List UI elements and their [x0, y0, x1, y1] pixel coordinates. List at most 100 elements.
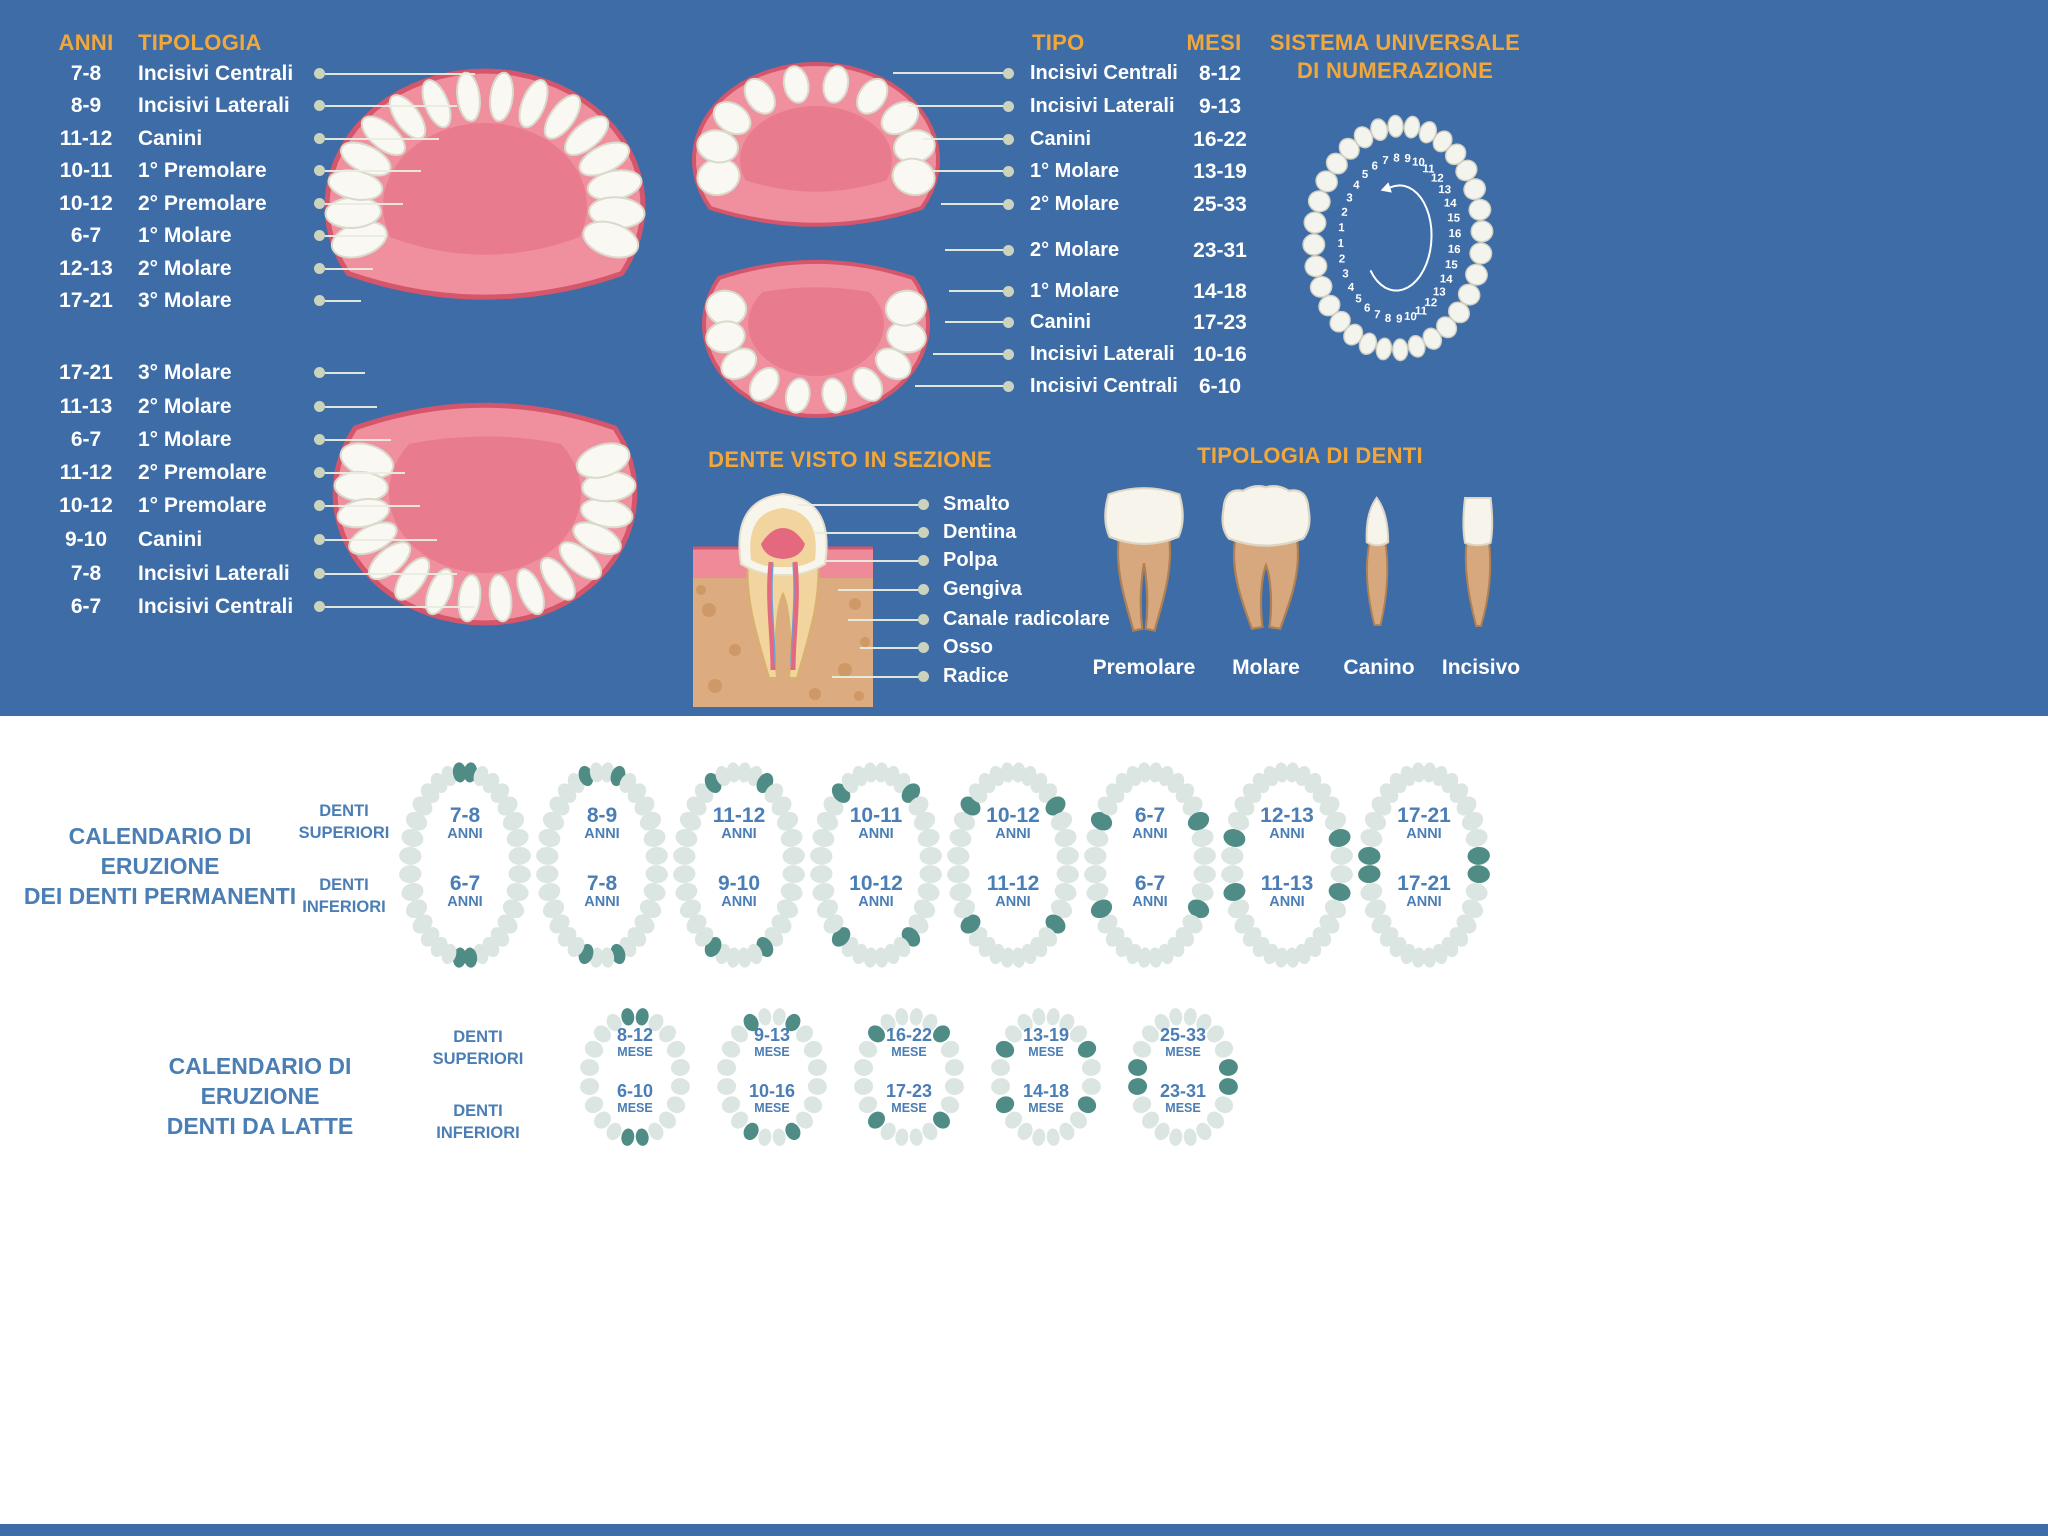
mouth-oval-chart	[854, 1008, 964, 1146]
svg-text:7: 7	[1374, 309, 1381, 321]
incisivo-tooth-icon	[1462, 497, 1494, 627]
leader-dot	[1003, 199, 1014, 210]
mouth-oval-chart	[536, 762, 668, 968]
months-value: 10-16	[1193, 342, 1247, 366]
title-line2: DEI DENTI PERMANENTI	[23, 882, 297, 909]
unit-label: ANNI	[1132, 826, 1168, 843]
svg-text:3: 3	[1342, 268, 1349, 280]
leader-dot	[314, 230, 325, 241]
leader-dot	[1003, 134, 1014, 145]
svg-text:8: 8	[1393, 152, 1401, 164]
type-label: Incisivi Centrali	[1030, 375, 1178, 397]
years-value: 7-8	[70, 61, 102, 85]
section-label-row: Smalto	[798, 492, 1010, 517]
value: 12-13	[1260, 804, 1314, 827]
svg-text:12: 12	[1424, 297, 1437, 310]
leader-line	[915, 385, 1003, 387]
value: 11-12	[712, 804, 766, 827]
section-label-row: Canale radicolare	[848, 607, 1110, 632]
leader-dot	[1003, 68, 1014, 79]
svg-text:15: 15	[1445, 259, 1459, 272]
leader-dot	[314, 401, 325, 412]
value: 17-23	[885, 1081, 933, 1101]
adult-mouth-diagram	[324, 68, 646, 626]
universal-title-line1: SISTEMA UNIVERSALE	[1269, 30, 1521, 55]
svg-text:15: 15	[1447, 212, 1461, 225]
unit-label: MESE	[1165, 1100, 1201, 1115]
leader-line	[933, 170, 1003, 172]
unit-label: ANNI	[1406, 826, 1442, 843]
leader-dot	[1003, 381, 1014, 392]
svg-text:13: 13	[1433, 286, 1446, 299]
type-label: 2° Premolare	[138, 191, 267, 215]
leader-line	[325, 371, 365, 374]
svg-text:9: 9	[1396, 313, 1403, 325]
calendar-baby-title: CALENDARIO DI ERUZIONE DENTI DA LATTE	[110, 1052, 410, 1142]
title-line1: CALENDARIO DI ERUZIONE	[68, 823, 252, 879]
years-value: 6-7	[70, 594, 102, 618]
years-value: 6-7	[70, 223, 102, 247]
column-header-tipologia: TIPOLOGIA	[138, 30, 262, 55]
leader-line	[325, 471, 405, 474]
anatomy-label: Polpa	[943, 549, 998, 571]
leader-line	[908, 105, 1003, 107]
mouth-oval-chart	[580, 1008, 690, 1146]
value: 17-21	[1397, 804, 1451, 827]
leader-dot	[314, 133, 325, 144]
unit-label: ANNI	[721, 826, 757, 843]
mouth-oval-chart	[1084, 762, 1216, 968]
mouth-oval-chart	[1221, 762, 1353, 968]
unit-label: MESE	[1028, 1100, 1064, 1115]
leader-line	[798, 504, 918, 506]
svg-text:7: 7	[1382, 155, 1389, 167]
tooth-type-label: Molare	[1232, 656, 1300, 679]
svg-text:10: 10	[1404, 311, 1417, 324]
leader-dot	[1003, 245, 1014, 256]
unit-label: ANNI	[995, 894, 1031, 911]
leader-line	[325, 169, 421, 172]
unit-label: ANNI	[447, 894, 483, 911]
unit-label: ANNI	[584, 826, 620, 843]
type-label: 2° Premolare	[138, 460, 267, 484]
value: 10-16	[748, 1081, 796, 1101]
leader-dot	[314, 467, 325, 478]
type-label: Incisivi Centrali	[1030, 62, 1178, 84]
section-label-row: Radice	[832, 664, 1009, 689]
type-label: 1° Molare	[1030, 280, 1120, 302]
years-value: 11-13	[59, 394, 113, 418]
svg-text:8: 8	[1385, 313, 1393, 325]
leader-line	[325, 137, 439, 140]
bottom-blue-bar	[0, 1524, 2048, 1536]
leader-line	[848, 619, 918, 621]
leader-line	[325, 267, 373, 270]
section-label-row: Polpa	[826, 548, 998, 573]
type-label: Incisivi Centrali	[138, 61, 294, 85]
svg-text:2: 2	[1341, 207, 1348, 219]
type-label: 2° Molare	[1030, 193, 1120, 215]
anatomy-label: Osso	[943, 636, 994, 658]
svg-text:3: 3	[1346, 192, 1353, 204]
svg-text:11: 11	[1415, 305, 1428, 318]
leader-dot	[918, 642, 929, 653]
leader-dot	[314, 601, 325, 612]
type-label: 1° Molare	[1030, 160, 1120, 182]
leader-line	[941, 203, 1003, 205]
leader-dot	[918, 584, 929, 595]
